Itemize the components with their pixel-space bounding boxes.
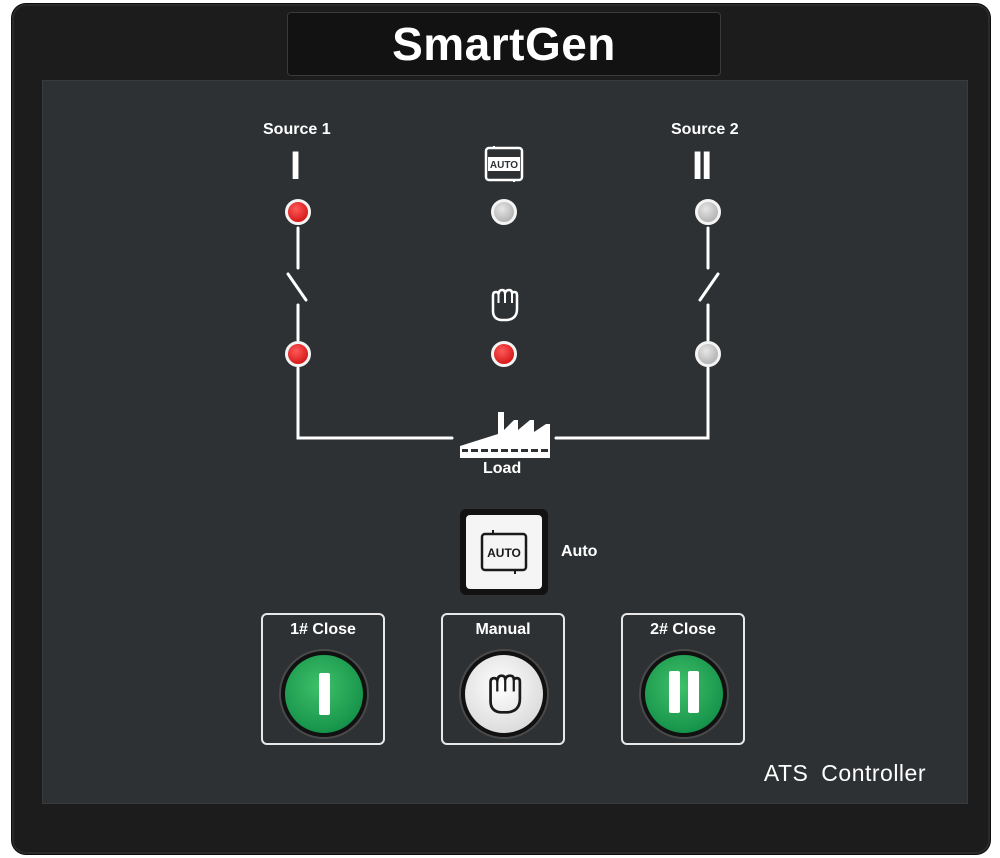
source1-load-wire — [296, 366, 454, 440]
auto-button-face[interactable]: AUTO — [466, 515, 542, 589]
source1-numeral: I — [290, 144, 301, 188]
source2-closed-led — [695, 341, 721, 367]
auto-button-label: Auto — [561, 543, 598, 560]
source1-label: Source 1 — [263, 121, 331, 138]
manual-button-frame: Manual — [441, 613, 565, 745]
roman-one-icon — [318, 673, 330, 715]
close1-button-label: 1# Close — [290, 621, 356, 638]
source1-switch-blade — [286, 272, 308, 302]
source1-available-led — [285, 199, 311, 225]
source2-load-wire — [554, 366, 710, 440]
load-label: Load — [483, 460, 522, 477]
manual-button[interactable] — [461, 651, 547, 737]
auto-mode-icon: AUTO — [484, 146, 524, 182]
source2-available-led — [695, 199, 721, 225]
hand-icon — [489, 674, 522, 714]
roman-two-icon — [665, 670, 703, 718]
manual-mode-led — [491, 341, 517, 367]
product-title: ATS Controller — [763, 760, 926, 786]
source2-label: Source 2 — [671, 121, 739, 138]
auto-mode-led — [491, 199, 517, 225]
brand-logo: SmartGen — [287, 12, 721, 76]
load-factory-icon — [460, 412, 550, 458]
close1-button-frame: 1# Close — [261, 613, 385, 745]
close2-button-label: 2# Close — [650, 621, 716, 638]
source2-switch-blade — [698, 272, 720, 302]
auto-button[interactable]: AUTO — [460, 509, 548, 595]
manual-button-label: Manual — [475, 621, 531, 638]
auto-icon-text: AUTO — [487, 546, 521, 560]
auto-mode-icon-text: AUTO — [490, 160, 518, 171]
hand-icon — [491, 288, 519, 322]
close1-button[interactable] — [281, 651, 367, 737]
auto-icon: AUTO — [480, 530, 528, 574]
close2-button-frame: 2# Close — [621, 613, 745, 745]
source2-numeral: II — [692, 144, 712, 188]
close2-button[interactable] — [641, 651, 727, 737]
source1-closed-led — [285, 341, 311, 367]
